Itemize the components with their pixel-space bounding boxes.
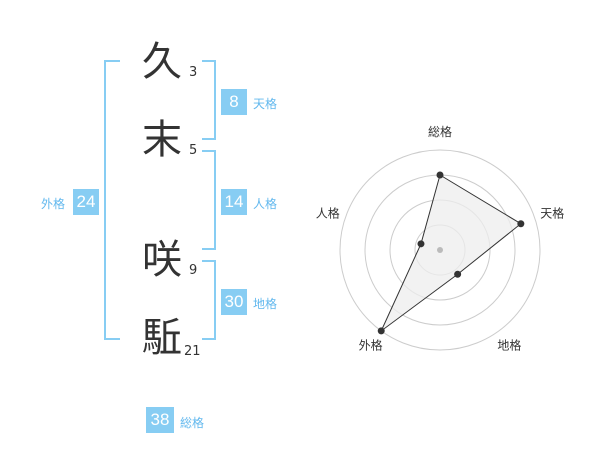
radar-axis-label: 人格: [316, 206, 340, 221]
gaikaku-label: 外格: [41, 197, 66, 211]
radar-center-dot: [437, 247, 443, 253]
radar-axis-label: 地格: [497, 337, 521, 352]
tenkaku-value-badge: 8: [221, 89, 247, 115]
stroke-count-4: 21: [184, 344, 201, 359]
stroke-count-1: 3: [189, 65, 198, 80]
radar-axis-label: 外格: [359, 337, 383, 352]
radar-point-2: [517, 220, 525, 228]
radar-grid-ring: [339, 149, 541, 351]
radar-axis-label: 総格: [428, 124, 452, 139]
tenkaku-bracket: [202, 60, 216, 140]
name-char-1: 久: [142, 39, 182, 85]
radar-point-4: [377, 327, 385, 335]
radar-point-3: [454, 270, 462, 278]
gaikaku-value-badge: 24: [73, 189, 99, 215]
name-char-2: 末: [142, 117, 182, 163]
name-char-4: 駈: [142, 315, 182, 361]
jinkaku-label: 人格: [253, 197, 278, 211]
radar-axis-label: 天格: [540, 206, 564, 221]
radar-point-5: [417, 240, 425, 248]
tenkaku-label: 天格: [253, 97, 278, 111]
jinkaku-bracket: [202, 150, 216, 250]
chikaku-value-badge: 30: [221, 289, 247, 315]
radar-data-polygon: [380, 174, 522, 332]
chikaku-bracket: [202, 260, 216, 340]
soukaku-label: 総格: [180, 416, 205, 430]
jinkaku-value-badge: 14: [221, 189, 247, 215]
name-char-3: 咲: [142, 237, 182, 283]
soukaku-value-badge: 38: [146, 407, 174, 433]
chikaku-label: 地格: [253, 297, 278, 311]
stroke-count-2: 5: [189, 143, 198, 158]
gaikaku-bracket: [104, 60, 120, 340]
stroke-count-3: 9: [189, 263, 198, 278]
radar-point-1: [436, 171, 444, 179]
